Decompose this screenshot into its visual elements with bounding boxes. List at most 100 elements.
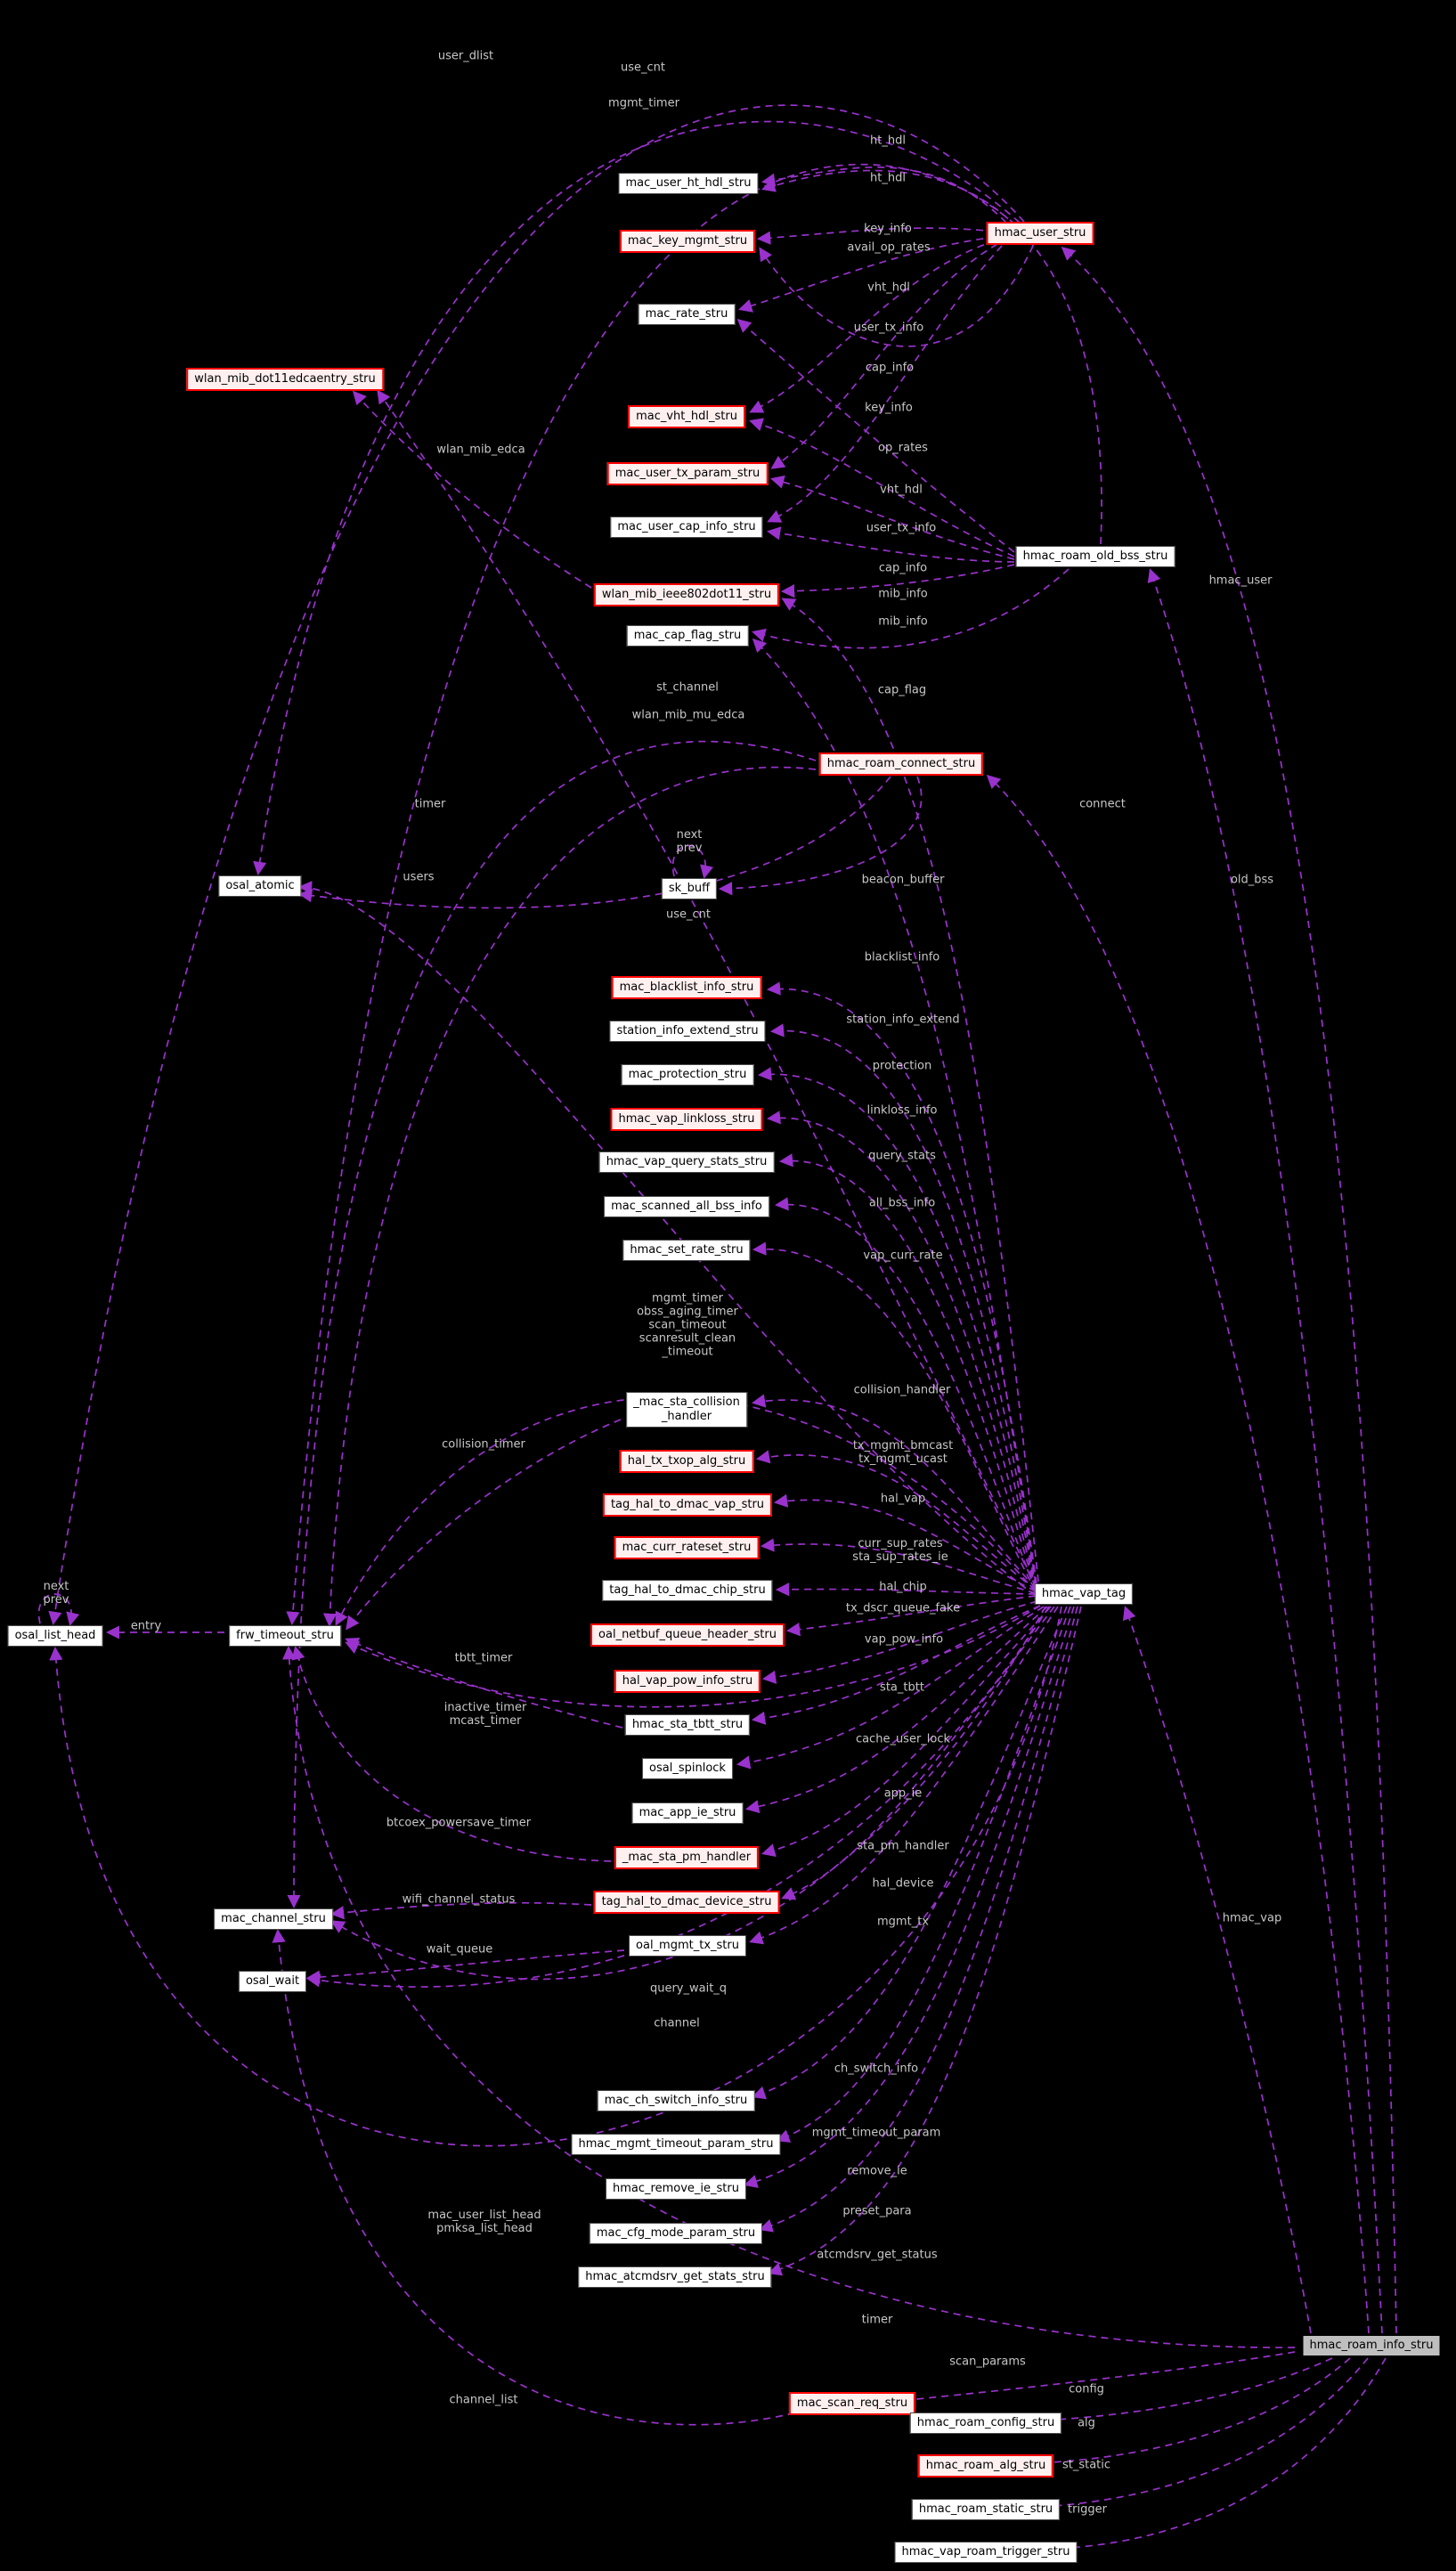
edge-query_wait_q — [305, 1606, 1050, 1988]
edge-all_bss_info — [774, 1197, 1037, 1591]
node-mac_protection_stru[interactable]: mac_protection_stru — [621, 1064, 754, 1086]
edge-sk_buff-self — [671, 844, 714, 879]
edge-connect — [986, 774, 1370, 2334]
edge-ht_hdl-user — [761, 166, 1007, 224]
edge-wifi_channel_status — [329, 1901, 592, 1920]
node-station_info_extend_stru[interactable]: station_info_extend_stru — [609, 1021, 766, 1042]
edge-channel_list — [272, 1928, 808, 2426]
edge-wlan_mib_edca — [352, 390, 592, 589]
edge-st_static — [1037, 2357, 1369, 2513]
node-hmac_mgmt_timeout_param_stru[interactable]: hmac_mgmt_timeout_param_stru — [571, 2134, 781, 2155]
node-hmac_remove_ie_stru[interactable]: hmac_remove_ie_stru — [606, 2178, 746, 2200]
node-hmac_roam_connect_stru[interactable]: hmac_roam_connect_stru — [818, 753, 984, 776]
edge-query_stats — [778, 1153, 1037, 1591]
node-mac_cfg_mode_param_stru[interactable]: mac_cfg_mode_param_stru — [589, 2223, 763, 2244]
edge-tbtt_timer — [345, 1638, 623, 1729]
node-mac_user_cap_info_stru[interactable]: mac_user_cap_info_stru — [610, 517, 763, 538]
node-tag_hal_to_dmac_device_stru[interactable]: tag_hal_to_dmac_device_stru — [593, 1891, 780, 1914]
node-hmac_roam_static_stru[interactable]: hmac_roam_static_stru — [911, 2499, 1061, 2520]
edge-hmac_vap — [1122, 1606, 1312, 2334]
edge-cap_flag-vap — [752, 638, 1037, 1584]
edge-mgmt_tx — [749, 1606, 1059, 1945]
node-mac_ch_switch_info_stru[interactable]: mac_ch_switch_info_stru — [597, 2090, 755, 2111]
node-tag_hal_to_dmac_vap_stru[interactable]: tag_hal_to_dmac_vap_stru — [602, 1493, 773, 1517]
edge-hal_device — [781, 1606, 1055, 1900]
edge-mgmt_timeout_param — [776, 1606, 1071, 2143]
edge-vap_curr_rate — [752, 1241, 1037, 1592]
edge-mib_info-oldbss — [780, 564, 1015, 598]
edge-ch_switch_info — [752, 1606, 1068, 2100]
edge-remove_ie — [744, 1606, 1075, 2188]
node-mac_app_ie_stru[interactable]: mac_app_ie_stru — [631, 1802, 744, 1824]
edge-use_cnt-connect — [297, 776, 891, 909]
node-osal_wait[interactable]: osal_wait — [238, 1971, 307, 1992]
edge-trigger — [1048, 2357, 1387, 2556]
node-mac_user_tx_param_stru[interactable]: mac_user_tx_param_stru — [606, 462, 769, 485]
node-hmac_vap_linkloss_stru[interactable]: hmac_vap_linkloss_stru — [610, 1108, 763, 1131]
node-wlan_mib_ieee802dot11_stru[interactable]: wlan_mib_ieee802dot11_stru — [593, 583, 780, 606]
node-osal_spinlock[interactable]: osal_spinlock — [642, 1758, 733, 1779]
edge-vht_hdl-user — [749, 240, 996, 413]
node-hmac_roam_info_stru[interactable]: hmac_roam_info_stru — [1302, 2335, 1441, 2356]
edge-mgmt_timer-top — [286, 163, 1016, 1626]
edge-vap_pow_info — [761, 1600, 1038, 1684]
edge-tx_mgmt — [755, 1450, 1037, 1591]
edge-beacon_buffer — [718, 776, 923, 896]
node-_mac_sta_pm_handler[interactable]: _mac_sta_pm_handler — [614, 1846, 760, 1869]
edge-collision_timer — [346, 1419, 622, 1631]
edge-old_bss — [1147, 568, 1383, 2334]
edge-cap_info-oldbss — [766, 526, 1015, 563]
node-hmac_roam_config_stru[interactable]: hmac_roam_config_stru — [909, 2412, 1062, 2434]
edge-timer-bottom — [282, 1645, 1296, 2348]
edge-curr_sup_rates — [760, 1538, 1037, 1594]
node-hmac_set_rate_stru[interactable]: hmac_set_rate_stru — [622, 1240, 751, 1261]
edge-osal_list_head-self — [37, 1593, 80, 1626]
edge-wait_queue — [305, 1949, 625, 1984]
node-mac_user_ht_hdl_stru[interactable]: mac_user_ht_hdl_stru — [618, 173, 759, 194]
edge-blacklist_info — [766, 981, 1037, 1585]
node-mac_vht_hdl_stru[interactable]: mac_vht_hdl_stru — [628, 405, 745, 428]
node-oal_netbuf_queue_header_stru[interactable]: oal_netbuf_queue_header_stru — [590, 1623, 785, 1647]
node-hmac_roam_old_bss_stru[interactable]: hmac_roam_old_bss_stru — [1015, 546, 1175, 567]
node-osal_atomic[interactable]: osal_atomic — [218, 875, 302, 897]
node-mac_channel_stru[interactable]: mac_channel_stru — [214, 1908, 333, 1930]
node-oal_mgmt_tx_stru[interactable]: oal_mgmt_tx_stru — [629, 1935, 746, 1957]
edge-sta_pm_handler — [761, 1606, 1052, 1858]
edge-app_ie — [744, 1606, 1048, 1814]
node-hmac_vap_tag[interactable]: hmac_vap_tag — [1034, 1583, 1134, 1605]
edge-cap_info-user — [767, 245, 1003, 523]
node-wlan_mib_dot11edcaentry_stru[interactable]: wlan_mib_dot11edcaentry_stru — [186, 368, 384, 391]
edge-user_tx_info-user — [770, 243, 998, 469]
node-mac_curr_rateset_stru[interactable]: mac_curr_rateset_stru — [614, 1536, 760, 1559]
node-hal_tx_txop_alg_stru[interactable]: hal_tx_txop_alg_stru — [619, 1450, 754, 1473]
node-_mac_sta_collision_handler[interactable]: _mac_sta_collision _handler — [626, 1392, 747, 1428]
node-hmac_vap_query_stats_stru[interactable]: hmac_vap_query_stats_stru — [598, 1151, 775, 1173]
edge-btcoex_powersave_timer — [291, 1646, 612, 1862]
node-mac_key_mgmt_stru[interactable]: mac_key_mgmt_stru — [619, 230, 756, 253]
node-sk_buff[interactable]: sk_buff — [661, 878, 718, 899]
node-frw_timeout_stru[interactable]: frw_timeout_stru — [229, 1625, 341, 1647]
node-mac_scanned_all_bss_info[interactable]: mac_scanned_all_bss_info — [604, 1196, 769, 1217]
node-hmac_vap_roam_trigger_stru[interactable]: hmac_vap_roam_trigger_stru — [894, 2542, 1078, 2563]
node-hmac_atcmdsrv_get_stats_stru[interactable]: hmac_atcmdsrv_get_stats_stru — [578, 2266, 772, 2288]
node-hmac_sta_tbtt_stru[interactable]: hmac_sta_tbtt_stru — [624, 1714, 751, 1736]
node-hmac_user_stru[interactable]: hmac_user_stru — [986, 222, 1094, 245]
node-tag_hal_to_dmac_chip_stru[interactable]: tag_hal_to_dmac_chip_stru — [602, 1580, 773, 1601]
edge-hmac_user — [1061, 246, 1397, 2334]
node-hal_vap_pow_info_stru[interactable]: hal_vap_pow_info_stru — [614, 1670, 761, 1693]
edge-station_info_extend — [769, 1023, 1037, 1587]
node-hmac_roam_alg_stru[interactable]: hmac_roam_alg_stru — [917, 2454, 1054, 2477]
node-mac_rate_stru[interactable]: mac_rate_stru — [638, 304, 736, 325]
edge-sta_tbtt — [751, 1605, 1041, 1725]
edge-tx_dscr_queue_fake — [785, 1595, 1037, 1637]
edge-avail_op_rates — [738, 236, 996, 313]
edge-collision_handler — [751, 1394, 1037, 1589]
node-mac_scan_req_stru[interactable]: mac_scan_req_stru — [788, 2392, 916, 2415]
node-mac_blacklist_info_stru[interactable]: mac_blacklist_info_stru — [611, 976, 762, 999]
node-osal_list_head[interactable]: osal_list_head — [7, 1625, 103, 1647]
edge-hal_vap — [773, 1493, 1037, 1592]
node-mac_cap_flag_stru[interactable]: mac_cap_flag_stru — [626, 625, 749, 647]
edge-preset_para — [759, 1606, 1078, 2233]
